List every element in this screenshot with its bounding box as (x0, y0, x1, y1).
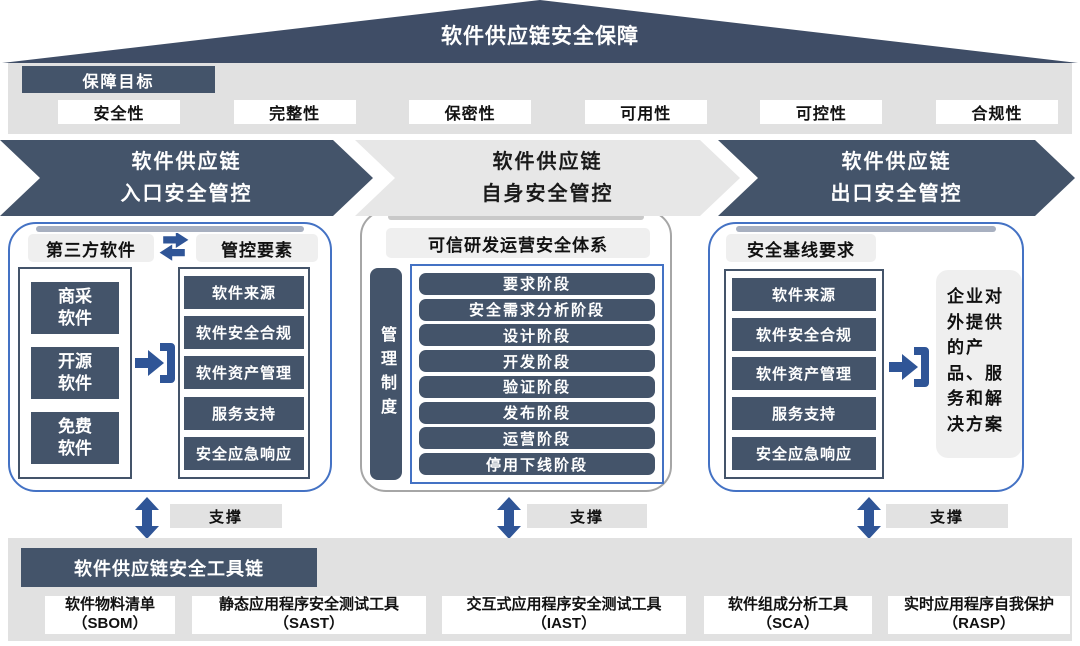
lifecycle-stage: 要求阶段 (419, 272, 655, 295)
control-elements-header: 管控要素 (196, 234, 318, 262)
support-label: 支撑 (886, 504, 1008, 528)
goal-item: 合规性 (935, 100, 1058, 124)
lifecycle-stage: 验证阶段 (419, 375, 655, 398)
goals-label: 保障目标 (22, 66, 215, 93)
toolchain-band: 软件供应链安全工具链 软件物料清单 （SBOM） 静态应用程序安全测试工具 （S… (8, 538, 1072, 641)
baseline-item: 安全应急响应 (732, 437, 876, 471)
control-element: 软件安全合规 (184, 316, 304, 350)
lifecycle-stage: 安全需求分析阶段 (419, 298, 655, 321)
tool-abbr: （IAST） (531, 615, 597, 632)
trusted-devops-header: 可信研发运营安全体系 (386, 228, 650, 258)
arrow-into-bracket-icon (135, 343, 175, 383)
security-baseline-header: 安全基线要求 (726, 234, 876, 262)
goals-row: 安全性 完整性 保密性 可用性 可控性 合规性 (58, 100, 1058, 124)
lifecycle-stage: 发布阶段 (419, 401, 655, 424)
tool-item: 静态应用程序安全测试工具 （SAST） (192, 596, 426, 634)
tool-name: 实时应用程序自我保护 (903, 596, 1054, 614)
goal-item: 可用性 (584, 100, 707, 124)
tool-name: 软件组成分析工具 (727, 596, 848, 614)
baseline-item: 软件资产管理 (732, 357, 876, 391)
tool-name: 交互式应用程序安全测试工具 (466, 596, 662, 614)
tool-item: 交互式应用程序安全测试工具 （IAST） (442, 596, 686, 634)
panel-top-strip (36, 226, 304, 232)
flow-arrow-self: 软件供应链 自身安全管控 (355, 140, 740, 216)
lifecycle-stages-list: 要求阶段 安全需求分析阶段 设计阶段 开发阶段 验证阶段 发布阶段 运营阶段 停… (410, 264, 664, 484)
double-arrow-icon (497, 497, 521, 539)
enterprise-output-box: 企业对外提供的产品、服务和解决方案 (936, 270, 1022, 458)
diagram-title: 软件供应链安全保障 (441, 25, 639, 48)
exit-control-panel: 安全基线要求 软件来源 软件安全合规 软件资产管理 服务支持 安全应急响应 企业… (708, 222, 1024, 492)
software-source-type: 开源软件 (31, 347, 119, 399)
goal-item: 可控性 (760, 100, 883, 124)
tool-abbr: （RASP） (943, 615, 1015, 632)
lifecycle-stage: 开发阶段 (419, 350, 655, 373)
flow-arrow-line: 软件供应链 (492, 151, 603, 173)
goal-item: 保密性 (409, 100, 532, 124)
double-arrow-icon (135, 497, 159, 539)
double-arrow-icon (857, 497, 881, 539)
security-baseline-list: 软件来源 软件安全合规 软件资产管理 服务支持 安全应急响应 (724, 269, 884, 479)
goals-band: 保障目标 安全性 完整性 保密性 可用性 可控性 合规性 (8, 63, 1072, 134)
flow-arrow-exit: 软件供应链 出口安全管控 (718, 140, 1075, 216)
management-system-label: 管理制度 (370, 268, 402, 480)
control-element: 服务支持 (184, 396, 304, 430)
support-label: 支撑 (170, 504, 282, 528)
flow-arrow-line: 软件供应链 (841, 151, 952, 173)
tool-item: 软件组成分析工具 （SCA） (704, 596, 872, 634)
swap-arrows-icon (159, 233, 189, 261)
goal-item: 完整性 (233, 100, 356, 124)
toolchain-header: 软件供应链安全工具链 (21, 548, 317, 587)
flow-arrow-line: 入口安全管控 (120, 183, 253, 205)
panel-top-strip (388, 214, 644, 220)
lifecycle-stage: 设计阶段 (419, 324, 655, 347)
lifecycle-stage: 运营阶段 (419, 427, 655, 450)
baseline-item: 软件来源 (732, 277, 876, 311)
goal-item: 安全性 (58, 100, 180, 124)
baseline-item: 软件安全合规 (732, 317, 876, 351)
flow-arrow-line: 软件供应链 (131, 151, 242, 173)
third-party-software-header: 第三方软件 (28, 234, 154, 262)
baseline-item: 服务支持 (732, 397, 876, 431)
flow-arrow-entry: 软件供应链 入口安全管控 (0, 140, 373, 216)
tool-name: 静态应用程序安全测试工具 (218, 596, 399, 614)
tool-item: 软件物料清单 （SBOM） (45, 596, 175, 634)
tool-abbr: （SBOM） (72, 615, 148, 632)
software-source-type: 商采软件 (31, 282, 119, 334)
control-elements-list: 软件来源 软件安全合规 软件资产管理 服务支持 安全应急响应 (178, 267, 310, 479)
tool-abbr: （SCA） (757, 615, 819, 632)
tool-name: 软件物料清单 (64, 596, 155, 614)
trusted-devops-panel: 可信研发运营安全体系 管理制度 要求阶段 安全需求分析阶段 设计阶段 开发阶段 … (360, 210, 672, 492)
support-label: 支撑 (527, 504, 647, 528)
tool-abbr: （SAST） (273, 615, 344, 632)
control-element: 安全应急响应 (184, 436, 304, 470)
arrow-into-bracket-icon (889, 347, 929, 387)
panel-top-strip (736, 226, 996, 232)
control-element: 软件资产管理 (184, 356, 304, 390)
software-source-type: 免费软件 (31, 412, 119, 464)
tool-item: 实时应用程序自我保护 （RASP） (888, 596, 1070, 634)
flow-arrow-line: 出口安全管控 (830, 183, 963, 205)
lifecycle-stage: 停用下线阶段 (419, 453, 655, 476)
entry-control-panel: 第三方软件 管控要素 商采软件 开源软件 免费软件 软件来源 软件安全合规 软件… (8, 222, 332, 492)
third-party-software-list: 商采软件 开源软件 免费软件 (18, 267, 132, 479)
flow-arrow-line: 自身安全管控 (481, 183, 614, 205)
control-element: 软件来源 (184, 276, 304, 310)
